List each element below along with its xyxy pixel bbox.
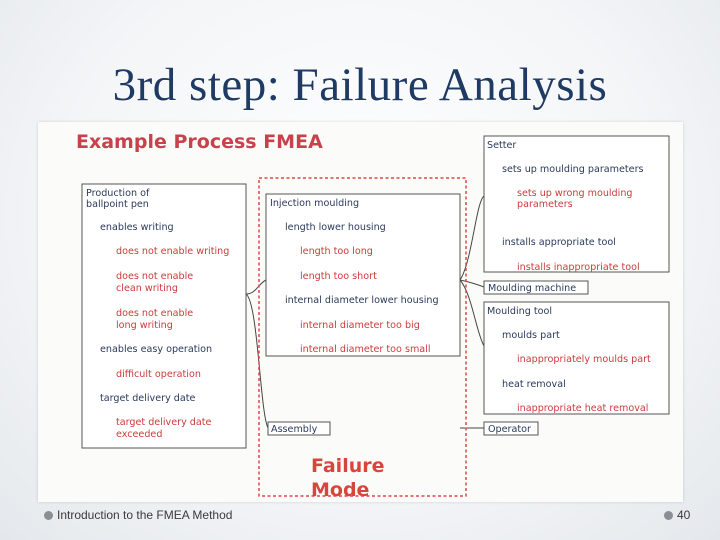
injection-moulding-item: internal diameter too big <box>300 320 420 331</box>
setter-item: sets up wrong moulding <box>517 188 633 199</box>
operator-label: Operator <box>488 424 531 435</box>
setter-title: Setter <box>487 140 516 151</box>
left-box-item: clean writing <box>116 283 178 294</box>
connector-injection-to-tool <box>459 279 485 347</box>
left-box-item: enables easy operation <box>100 344 212 355</box>
left-box-title: ballpoint pen <box>86 199 149 210</box>
assembly-box <box>267 421 331 436</box>
footer-right: 40 <box>664 507 690 523</box>
operator-box <box>483 421 539 436</box>
setter-item: sets up moulding parameters <box>502 164 644 175</box>
connector-injection-to-setter <box>459 195 485 281</box>
left-box-item: long writing <box>116 320 173 331</box>
injection-moulding-item: internal diameter too small <box>300 344 431 355</box>
left-box-title: Production of <box>86 188 150 199</box>
left-box-item: does not enable <box>116 308 193 319</box>
left-box <box>81 183 247 449</box>
injection-moulding-title: Injection moulding <box>270 198 359 209</box>
fmea-structure-diagram: Example Process FMEA Production ofballpo… <box>76 131 670 501</box>
moulding-tool-item: inappropriate heat removal <box>517 403 648 414</box>
connector-left-to-injection <box>245 279 267 295</box>
bullet-icon <box>664 510 673 520</box>
failure-mode-label-line-2: Mode <box>311 479 369 501</box>
moulding-machine-box <box>483 280 589 295</box>
setter-box <box>483 135 670 273</box>
bullet-icon <box>44 510 53 520</box>
injection-moulding-item: length too long <box>300 246 373 257</box>
setter-item: parameters <box>517 199 573 210</box>
left-box-item: does not enable <box>116 271 193 282</box>
figure-heading: Example Process FMEA <box>76 131 323 153</box>
failure-mode-frame <box>258 177 467 497</box>
left-box-item: enables writing <box>100 222 174 233</box>
moulding-tool-item: inappropriately moulds part <box>517 354 651 365</box>
assembly-label: Assembly <box>271 424 318 435</box>
injection-moulding-item: length lower housing <box>285 222 386 233</box>
injection-moulding-box <box>265 193 461 357</box>
left-box-item: difficult operation <box>116 369 201 380</box>
slide-title: 3rd step: Failure Analysis <box>112 59 608 111</box>
injection-moulding-item: length too short <box>300 271 377 282</box>
left-box-item: does not enable writing <box>116 246 229 257</box>
moulding-tool-item: moulds part <box>502 330 560 341</box>
footer-left: Introduction to the FMEA Method <box>44 507 232 523</box>
connector-injection-to-machine <box>459 279 485 288</box>
footer-text: Introduction to the FMEA Method <box>57 508 233 522</box>
left-box-item: exceeded <box>116 429 162 440</box>
moulding-tool-box <box>483 301 670 415</box>
moulding-tool-title: Moulding tool <box>487 306 552 317</box>
injection-moulding-item: internal diameter lower housing <box>285 295 439 306</box>
failure-mode-label-line-1: Failure <box>311 455 385 477</box>
connector-left-to-assembly <box>245 293 269 429</box>
left-box-item: target delivery date <box>100 393 196 404</box>
setter-item: installs appropriate tool <box>502 237 616 248</box>
moulding-tool-item: heat removal <box>502 379 566 390</box>
setter-item: installs inappropriate tool <box>517 262 640 273</box>
page-number: 40 <box>677 508 691 522</box>
left-box-item: target delivery date <box>116 417 212 428</box>
moulding-machine-label: Moulding machine <box>488 283 576 294</box>
